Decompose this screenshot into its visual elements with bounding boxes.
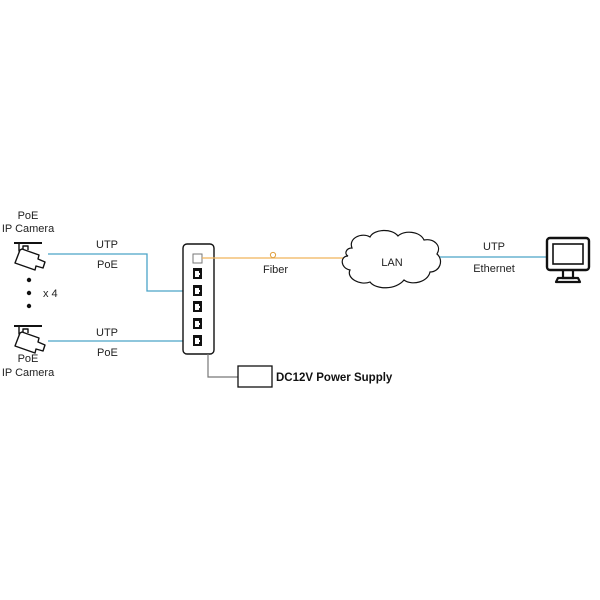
ethernet-link-top-label: UTP <box>483 241 505 253</box>
bottom-camera-label-line2: IP Camera <box>2 367 55 379</box>
monitor-icon <box>545 236 591 284</box>
rj45-ports <box>193 268 202 346</box>
rj45-port-5 <box>193 335 202 346</box>
top-camera-label-line1: PoE <box>18 210 39 222</box>
camera2-link-top-label: UTP <box>96 327 118 339</box>
rj45-port-2 <box>193 285 202 296</box>
bottom-camera-icon <box>14 325 46 354</box>
fiber-connector-icon <box>269 251 277 259</box>
rj45-port-1 <box>193 268 202 279</box>
power-cable <box>207 354 238 378</box>
camera-count-label: x 4 <box>43 288 58 300</box>
lan-label: LAN <box>381 257 402 269</box>
poe-switch <box>182 243 215 355</box>
camera1-link-top-label: UTP <box>96 239 118 251</box>
lan-cloud-icon <box>341 229 442 289</box>
power-supply-box <box>237 365 273 388</box>
camera1-utp-link <box>48 253 195 292</box>
power-supply-label: DC12V Power Supply <box>276 372 393 384</box>
fiber-link-label: Fiber <box>263 264 288 276</box>
ethernet-link-bottom-label: Ethernet <box>473 263 515 275</box>
fiber-port <box>192 253 203 264</box>
ellipsis-dots <box>26 277 32 309</box>
camera2-link-bottom-label: PoE <box>97 347 118 359</box>
rj45-port-4 <box>193 318 202 329</box>
top-camera-icon <box>14 242 46 271</box>
bottom-camera-label-line1: PoE <box>18 353 39 365</box>
rj45-port-3 <box>193 301 202 312</box>
camera1-link-bottom-label: PoE <box>97 259 118 271</box>
top-camera-label-line2: IP Camera <box>2 223 55 235</box>
